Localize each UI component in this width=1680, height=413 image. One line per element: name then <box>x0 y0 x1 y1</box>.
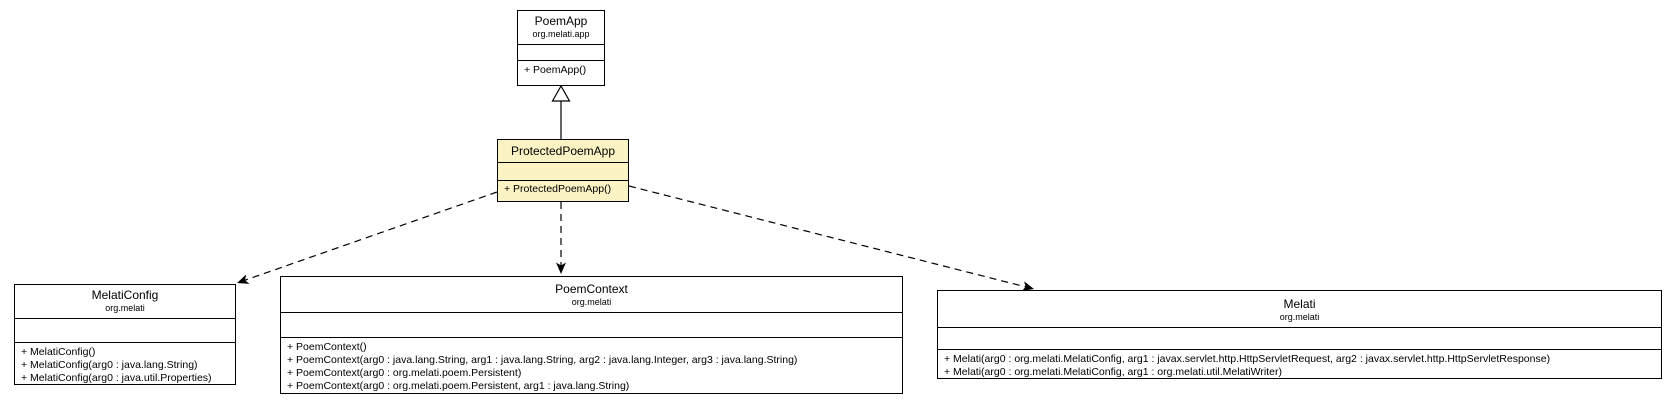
class-methods-compartment: + MelatiConfig() + MelatiConfig(arg0 : j… <box>15 343 235 384</box>
class-methods-compartment: + PoemContext() + PoemContext(arg0 : jav… <box>281 338 902 393</box>
class-name: Melati <box>1283 297 1316 311</box>
class-package: org.melati <box>1279 312 1320 322</box>
class-box-poemapp[interactable]: PoemApp org.melati.app + PoemApp() <box>517 10 605 86</box>
class-methods-compartment: + ProtectedPoemApp() <box>498 181 628 201</box>
class-methods-compartment: + Melati(arg0 : org.melati.MelatiConfig,… <box>938 350 1661 378</box>
class-box-poemcontext[interactable]: PoemContext org.melati + PoemContext() +… <box>280 276 903 394</box>
class-title-compartment: PoemContext org.melati <box>281 277 902 313</box>
class-title-compartment: PoemApp org.melati.app <box>518 11 604 45</box>
class-box-melati[interactable]: Melati org.melati + Melati(arg0 : org.me… <box>937 290 1662 379</box>
class-name: PoemContext <box>555 282 628 296</box>
method-signature: + Melati(arg0 : org.melati.MelatiConfig,… <box>944 353 1551 365</box>
class-box-melaticonfig[interactable]: MelatiConfig org.melati + MelatiConfig()… <box>14 284 236 385</box>
method-signature: + PoemContext() <box>287 341 367 353</box>
class-attributes-compartment <box>518 45 604 61</box>
method-signature: + PoemApp() <box>524 64 587 76</box>
class-name: PoemApp <box>534 14 588 28</box>
class-title-compartment: MelatiConfig org.melati <box>15 285 235 319</box>
class-title-compartment: Melati org.melati <box>938 291 1661 328</box>
hollow-triangle-arrowhead-icon <box>551 84 571 102</box>
class-title-compartment: ProtectedPoemApp <box>498 140 628 163</box>
class-attributes-compartment <box>938 328 1661 350</box>
class-methods-compartment: + PoemApp() <box>518 61 604 85</box>
class-name: MelatiConfig <box>91 288 159 302</box>
method-signature: + PoemContext(arg0 : java.lang.String, a… <box>287 354 798 366</box>
method-signature: + PoemContext(arg0 : org.melati.poem.Per… <box>287 367 522 379</box>
class-package: org.melati.app <box>532 29 590 39</box>
method-signature: + Melati(arg0 : org.melati.MelatiConfig,… <box>944 366 1282 378</box>
dependency-arrow-protectedpoemapp-to-melaticonfig <box>236 191 498 284</box>
class-attributes-compartment <box>498 163 628 181</box>
method-signature: + PoemContext(arg0 : org.melati.poem.Per… <box>287 380 630 392</box>
method-signature: + MelatiConfig() <box>21 346 96 358</box>
class-name: ProtectedPoemApp <box>510 143 616 158</box>
class-package: org.melati <box>571 297 612 307</box>
method-signature: + MelatiConfig(arg0 : java.util.Properti… <box>21 372 212 384</box>
generalization-arrow-protectedpoemapp-to-poemapp <box>551 84 571 139</box>
dependency-arrow-protectedpoemapp-to-melati <box>628 185 1035 292</box>
class-box-protectedpoemapp[interactable]: ProtectedPoemApp + ProtectedPoemApp() <box>497 139 629 202</box>
method-signature: + MelatiConfig(arg0 : java.lang.String) <box>21 359 198 371</box>
class-attributes-compartment <box>15 319 235 343</box>
class-package: org.melati <box>105 303 145 313</box>
method-signature: + ProtectedPoemApp() <box>504 183 612 195</box>
class-attributes-compartment <box>281 313 902 338</box>
